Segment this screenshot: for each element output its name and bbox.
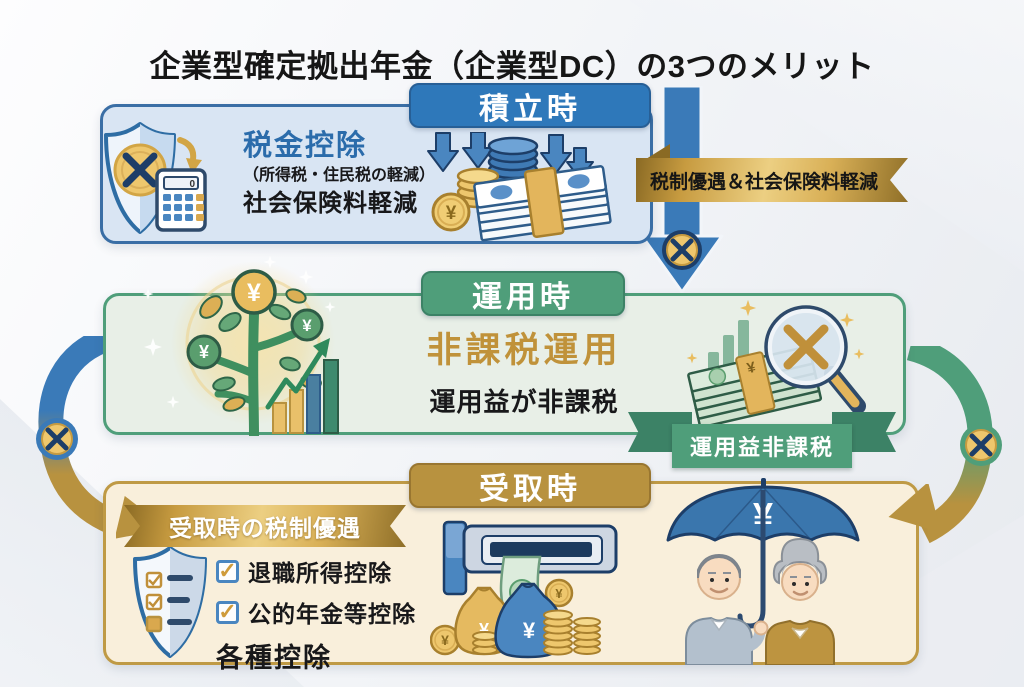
tsumitate-benefit-secondary: 社会保険料軽減 (243, 189, 418, 217)
unyou-benefit-text: 非課税運用 運用益が非課税 (378, 322, 670, 419)
checklist-item: ✓ 公的年金等控除 (216, 595, 416, 629)
page-title: 企業型確定拠出年金（企業型DC）の3つのメリット (149, 48, 875, 84)
flow-curve-left-icon (36, 336, 132, 540)
section-uketori-header-label: 受取時 (479, 472, 581, 506)
tree-coin-icon: ¥ (186, 334, 222, 370)
tax-free-magnifier-illustration: ¥ (686, 299, 866, 429)
banner-fold-shape (646, 144, 670, 159)
unyou-benefit-note: 運用益が非課税 (429, 387, 619, 417)
coin-crossed-badge-icon (662, 230, 702, 270)
tax-benefit-banner: 税制優遇＆社会保険料軽減 (636, 158, 908, 202)
checklist-item: ✓ 退職所得控除 (216, 554, 416, 588)
elderly-man-icon (685, 553, 769, 665)
money-deposit-illustration: ¥ (427, 132, 612, 242)
coin-stack-icon (543, 609, 573, 656)
magnifier-icon (764, 305, 866, 414)
uketori-checklist: ✓ 退職所得控除 ✓ 公的年金等控除 各種控除 (216, 554, 416, 675)
checkbox-checked-icon: ✓ (216, 600, 239, 624)
section-unyou-header: 運用時 (421, 271, 625, 316)
calculator-icon: 0 (155, 168, 207, 232)
uketori-other-deductions: 各種控除 (216, 643, 332, 673)
unyou-ribbon-label: 運用益非課税 (689, 435, 834, 460)
tree-coin-icon: ¥ (290, 308, 324, 342)
tsumitate-benefit-text: 税金控除 （所得税・住民税の軽減） 社会保険料軽減 (243, 130, 435, 217)
coin-stack-icon (472, 631, 498, 655)
svg-text:¥: ¥ (199, 342, 209, 362)
shield-checklist-icon (133, 546, 207, 658)
tsumitate-benefit-title: 税金控除 (243, 130, 368, 162)
elderly-woman-icon (765, 537, 835, 665)
growth-bars-icon (265, 338, 339, 434)
unyou-ribbon: 運用益非課税 (628, 412, 896, 470)
svg-text:¥: ¥ (523, 618, 536, 643)
tax-benefit-banner-label: 税制優遇＆社会保険料軽減 (649, 171, 878, 193)
banknote-stack-icon (473, 165, 612, 242)
unyou-ribbon-band: 運用益非課税 (672, 424, 852, 468)
svg-text:¥: ¥ (302, 316, 312, 335)
atm-payout-illustration: ¥ ¥ ¥ ¥ ¥ (430, 520, 618, 659)
yen-coin-icon: ¥ (431, 192, 471, 232)
checkbox-checked-icon: ✓ (216, 559, 239, 583)
retired-couple-umbrella-illustration: ¥ (666, 478, 860, 665)
checklist-item-label: 公的年金等控除 (248, 601, 416, 627)
section-unyou-header-label: 運用時 (472, 280, 574, 314)
svg-text:¥: ¥ (479, 620, 489, 640)
calculator-display-value: 0 (189, 179, 195, 190)
svg-text:¥: ¥ (555, 586, 563, 601)
svg-text:¥: ¥ (446, 203, 457, 224)
section-uketori-header: 受取時 (409, 463, 651, 508)
svg-text:¥: ¥ (441, 632, 449, 648)
uketori-banner: 受取時の税制優遇 (124, 505, 406, 547)
gold-arrowhead-right-icon (888, 484, 938, 533)
sparkles-icon (686, 299, 865, 364)
money-tree-illustration: ¥ ¥ ¥ (142, 255, 339, 436)
checklist-item-label: 退職所得控除 (248, 560, 392, 586)
section-tsumitate-header-label: 積立時 (479, 92, 581, 126)
shield-calculator-icon: 0 (104, 122, 207, 234)
tree-coin-icon: ¥ (231, 269, 277, 315)
unyou-benefit-title: 非課税運用 (426, 331, 622, 370)
tsumitate-benefit-note: （所得税・住民税の軽減） (243, 167, 436, 185)
coin-crossed-badge-icon (960, 424, 1002, 466)
flow-curve-right-icon (906, 346, 1002, 544)
yen-coin-icon: ¥ (544, 578, 574, 608)
coin-crossed-badge-icon (36, 418, 78, 460)
svg-text:¥: ¥ (247, 279, 261, 307)
yen-umbrella-icon: ¥ (666, 478, 860, 629)
sparkles-icon (142, 255, 336, 409)
section-tsumitate-header: 積立時 (409, 83, 651, 128)
down-arrows-icon (427, 132, 594, 180)
uketori-banner-label: 受取時の税制優遇 (169, 515, 361, 541)
coin-stack-icon (573, 617, 601, 655)
